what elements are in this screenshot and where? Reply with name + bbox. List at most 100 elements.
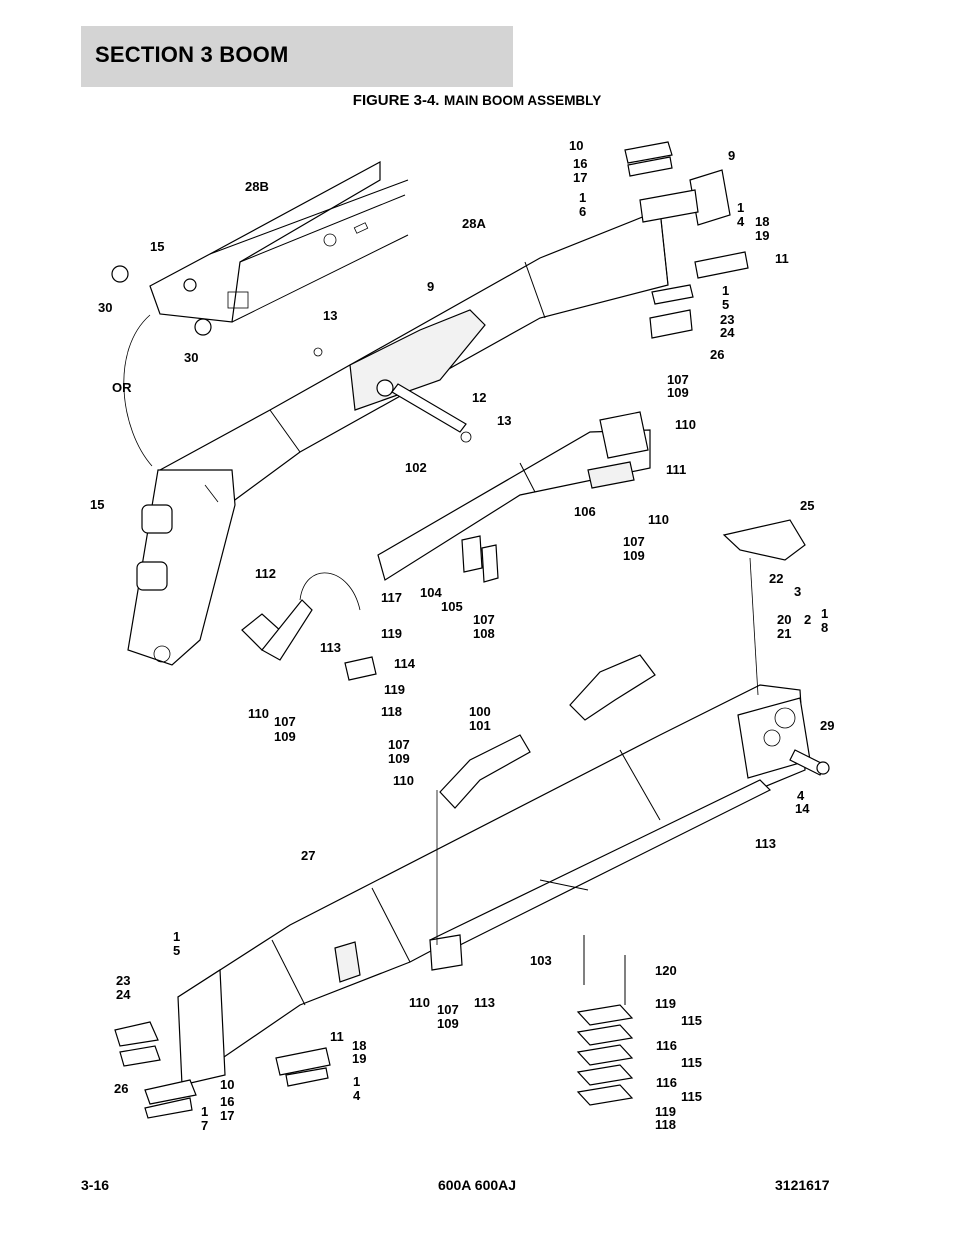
callout-5-a: 5 — [722, 297, 729, 312]
callout-113-c: 113 — [474, 995, 495, 1010]
callout-29: 29 — [820, 718, 834, 733]
callout-6: 6 — [579, 204, 586, 219]
callout-107-a: 107 — [667, 372, 689, 387]
callout-118-a: 118 — [381, 704, 402, 719]
callout-13-a: 13 — [323, 308, 337, 323]
callout-101: 101 — [469, 718, 491, 733]
callout-116-b: 116 — [656, 1075, 677, 1090]
callout-4-a: 4 — [737, 214, 745, 229]
callout-16-top: 16 — [573, 156, 587, 171]
section-header-box: SECTION 3 BOOM — [81, 26, 513, 87]
callout-or: OR — [112, 380, 132, 395]
callout-20: 20 — [777, 612, 791, 627]
callout-108: 108 — [473, 626, 495, 641]
page-number: 3-16 — [81, 1177, 110, 1193]
callout-114: 114 — [394, 656, 416, 671]
callout-100: 100 — [469, 704, 491, 719]
callout-11-b: 11 — [330, 1029, 344, 1044]
callout-11-a: 11 — [775, 251, 789, 266]
callout-17-bottom: 17 — [220, 1108, 234, 1123]
callout-15-a: 15 — [150, 239, 164, 254]
callout-119-c: 119 — [655, 996, 676, 1011]
callout-labels: 10 16 17 9 28B 1 6 1 4 18 19 28A 11 15 1… — [90, 138, 834, 1133]
callout-18-a: 18 — [755, 214, 769, 229]
callout-109-b: 109 — [623, 548, 645, 563]
callout-109-e: 109 — [388, 751, 410, 766]
callout-17-top: 17 — [573, 170, 587, 185]
callout-105: 105 — [441, 599, 463, 614]
callout-1-d: 1 — [821, 606, 828, 621]
callout-7: 7 — [201, 1118, 208, 1133]
callout-107-b: 107 — [623, 534, 645, 549]
callout-15-b: 15 — [90, 497, 104, 512]
callout-2: 2 — [804, 612, 811, 627]
callout-110-b: 110 — [648, 512, 669, 527]
callout-10-top: 10 — [569, 138, 583, 153]
callout-13-b: 13 — [497, 413, 511, 428]
callout-102: 102 — [405, 460, 427, 475]
callout-24-b: 24 — [116, 987, 131, 1002]
callout-16-bottom: 16 — [220, 1094, 234, 1109]
callout-4-c: 4 — [353, 1088, 361, 1103]
callout-107-d: 107 — [274, 714, 296, 729]
callout-110-a: 110 — [675, 417, 696, 432]
callout-109-f: 109 — [437, 1016, 459, 1031]
callout-1-g: 1 — [201, 1104, 208, 1119]
callout-110-c: 110 — [248, 706, 269, 721]
callout-1-b: 1 — [737, 200, 744, 215]
callout-120: 120 — [655, 963, 677, 978]
callout-26-b: 26 — [114, 1081, 128, 1096]
callout-107-c: 107 — [473, 612, 495, 627]
callout-1-a: 1 — [579, 190, 586, 205]
figure-number: FIGURE 3-4. — [352, 92, 440, 109]
callout-3: 3 — [794, 584, 801, 599]
callout-26-a: 26 — [710, 347, 724, 362]
linework — [111, 141, 830, 1119]
callout-4-b: 4 — [797, 788, 805, 803]
callout-30-b: 30 — [184, 350, 198, 365]
callout-119-b: 119 — [384, 682, 405, 697]
callout-113-a: 113 — [320, 640, 341, 655]
callout-110-d: 110 — [393, 773, 414, 788]
callout-5-b: 5 — [173, 943, 180, 958]
callout-107-f: 107 — [437, 1002, 459, 1017]
callout-9-b: 9 — [427, 279, 434, 294]
callout-1-e: 1 — [173, 929, 180, 944]
callout-23-b: 23 — [116, 973, 130, 988]
callout-25: 25 — [800, 498, 814, 513]
callout-1-c: 1 — [722, 283, 729, 298]
callout-21: 21 — [777, 626, 791, 641]
callout-104: 104 — [420, 585, 442, 600]
callout-117: 117 — [381, 590, 402, 605]
callout-115-c: 115 — [681, 1089, 702, 1104]
callout-18-b: 18 — [352, 1038, 366, 1053]
callout-1-f: 1 — [353, 1074, 360, 1089]
callout-109-d: 109 — [274, 729, 296, 744]
callout-107-e: 107 — [388, 737, 410, 752]
figure-caption: MAIN BOOM ASSEMBLY — [443, 93, 602, 108]
callout-110-e: 110 — [409, 995, 430, 1010]
callout-27: 27 — [301, 848, 315, 863]
callout-111: 111 — [666, 462, 686, 477]
callout-28a: 28A — [462, 216, 486, 231]
callout-22: 22 — [769, 571, 783, 586]
callout-24-a: 24 — [720, 325, 735, 340]
callout-8: 8 — [821, 620, 828, 635]
document-number: 3121617 — [775, 1177, 830, 1193]
callout-119-d: 119 — [655, 1104, 676, 1119]
section-title: SECTION 3 BOOM — [95, 42, 289, 67]
callout-109-a: 109 — [667, 385, 689, 400]
callout-10-bottom: 10 — [220, 1077, 234, 1092]
callout-19-b: 19 — [352, 1051, 366, 1066]
callout-9-top: 9 — [728, 148, 735, 163]
callout-115-a: 115 — [681, 1013, 702, 1028]
figure-title: FIGURE 3-4. MAIN BOOM ASSEMBLY — [0, 92, 954, 110]
callout-12: 12 — [472, 390, 486, 405]
callout-113-b: 113 — [755, 836, 776, 851]
callout-106: 106 — [574, 504, 596, 519]
callout-115-b: 115 — [681, 1055, 702, 1070]
callout-28b: 28B — [245, 179, 269, 194]
callout-119-a: 119 — [381, 626, 402, 641]
model-number: 600A 600AJ — [437, 1177, 517, 1193]
